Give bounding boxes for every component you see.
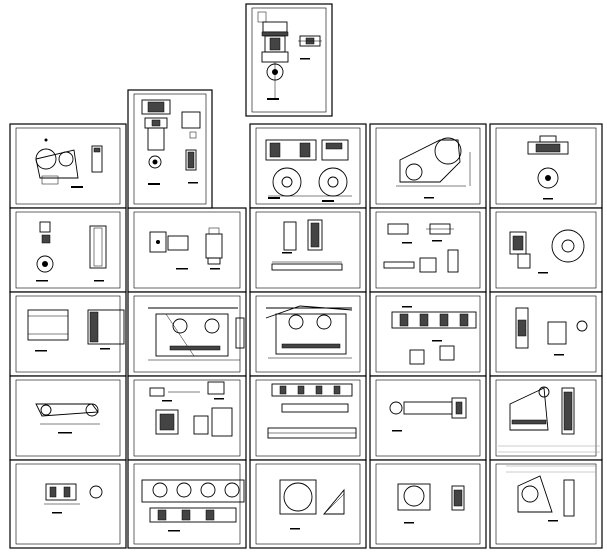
sheet-frame-r2c1-border [15,211,121,289]
sheet-frame-r3c2 [127,291,247,377]
sheet-frame-r2c3-border [255,211,361,289]
sheet-frame-r5c2-border [133,463,241,545]
drawing-r1c1 [35,138,103,188]
sheet-frame-r2c5 [489,207,603,293]
sheet-frame-top-left-border [133,93,207,205]
drawing-r1c3 [265,139,352,202]
drawing-r3c3 [265,305,353,359]
sheet-frame-r5c2 [127,459,247,549]
sheet-frame-r3c4 [369,291,487,377]
drawing-r5c1 [44,483,103,514]
sheet-frame-r4c3 [249,375,367,461]
drawing-r1c5 [527,135,569,200]
drawing-r5c5 [506,465,596,522]
sheet-frame-r5c4 [369,459,487,549]
drawing-r3c5 [515,307,588,356]
sheet-frame-r4c1-border [15,379,121,457]
sheet-frame-r4c1 [9,375,127,461]
drawing-r4c3 [267,383,357,439]
drawing-r2c4 [383,223,459,273]
sheet-frame-r3c3-border [255,295,361,373]
drawing-top-center [257,11,322,100]
sheet-frame-r4c4-border [375,379,481,457]
sheet-frame-r1c3 [249,123,367,209]
sheet-frame-r2c1 [9,207,127,293]
sheet-frame-r1c3-border [255,127,361,205]
drawing-top-left [141,99,201,185]
drawing-r2c1 [36,221,107,282]
drawing-r2c2 [149,227,223,270]
drawing-r5c4 [397,483,465,524]
sheet-frame-r1c5-border [495,127,597,205]
sheet-frame-r3c1-border [15,295,121,373]
sheet-frame-r3c4-border [375,295,481,373]
sheet-frame-r4c5 [489,375,603,461]
drawing-r5c2 [141,479,245,532]
sheet-frame-r3c3 [249,291,367,377]
sheet-frame-top-center [245,3,333,117]
sheet-frame-r2c4-border [375,211,481,289]
sheet-frame-r4c2-border [133,379,241,457]
drawing-r4c5 [498,386,600,453]
drawing-r3c2 [148,307,245,361]
drawing-r4c1 [35,403,100,434]
drawing-r2c3 [271,219,343,271]
sheet-frame-r4c5-border [495,379,597,457]
sheet-frame-r5c5-border [495,463,597,545]
drawing-r3c4 [391,306,477,365]
drawing-frames [9,3,603,549]
sheet-frame-r1c4-border [375,127,481,205]
sheet-frame-r5c1-border [15,463,121,545]
sheet-frame-r4c4 [369,375,487,461]
sheet-frame-r2c4 [369,207,487,293]
drawing-r3c1 [27,309,125,352]
sheet-frame-r1c5 [489,123,603,209]
sheet-frame-top-center-border [251,7,327,113]
sheet-frame-r1c4 [369,123,487,209]
sheet-frame-r3c5-border [495,295,597,373]
sheet-frame-r4c3-border [255,379,361,457]
sheet-frame-r2c5-border [495,211,597,289]
sheet-frame-r4c2 [127,375,247,461]
sheet-frame-r5c3 [249,459,367,549]
sheet-frame-r3c5 [489,291,603,377]
drawing-r5c3 [279,479,345,530]
drawing-r2c5 [509,229,585,274]
sheet-frame-r5c3-border [255,463,361,545]
drawing-r1c4 [396,137,471,199]
drawing-r4c2 [149,381,233,437]
sheet-frame-r5c4-border [375,463,481,545]
sheet-frame-r2c2-border [133,211,241,289]
drawing-r4c4 [389,397,467,432]
sheet-frame-r5c5 [489,459,603,549]
sheet-frame-r1c1-border [15,127,121,205]
sheet-frame-r3c2-border [133,295,241,373]
